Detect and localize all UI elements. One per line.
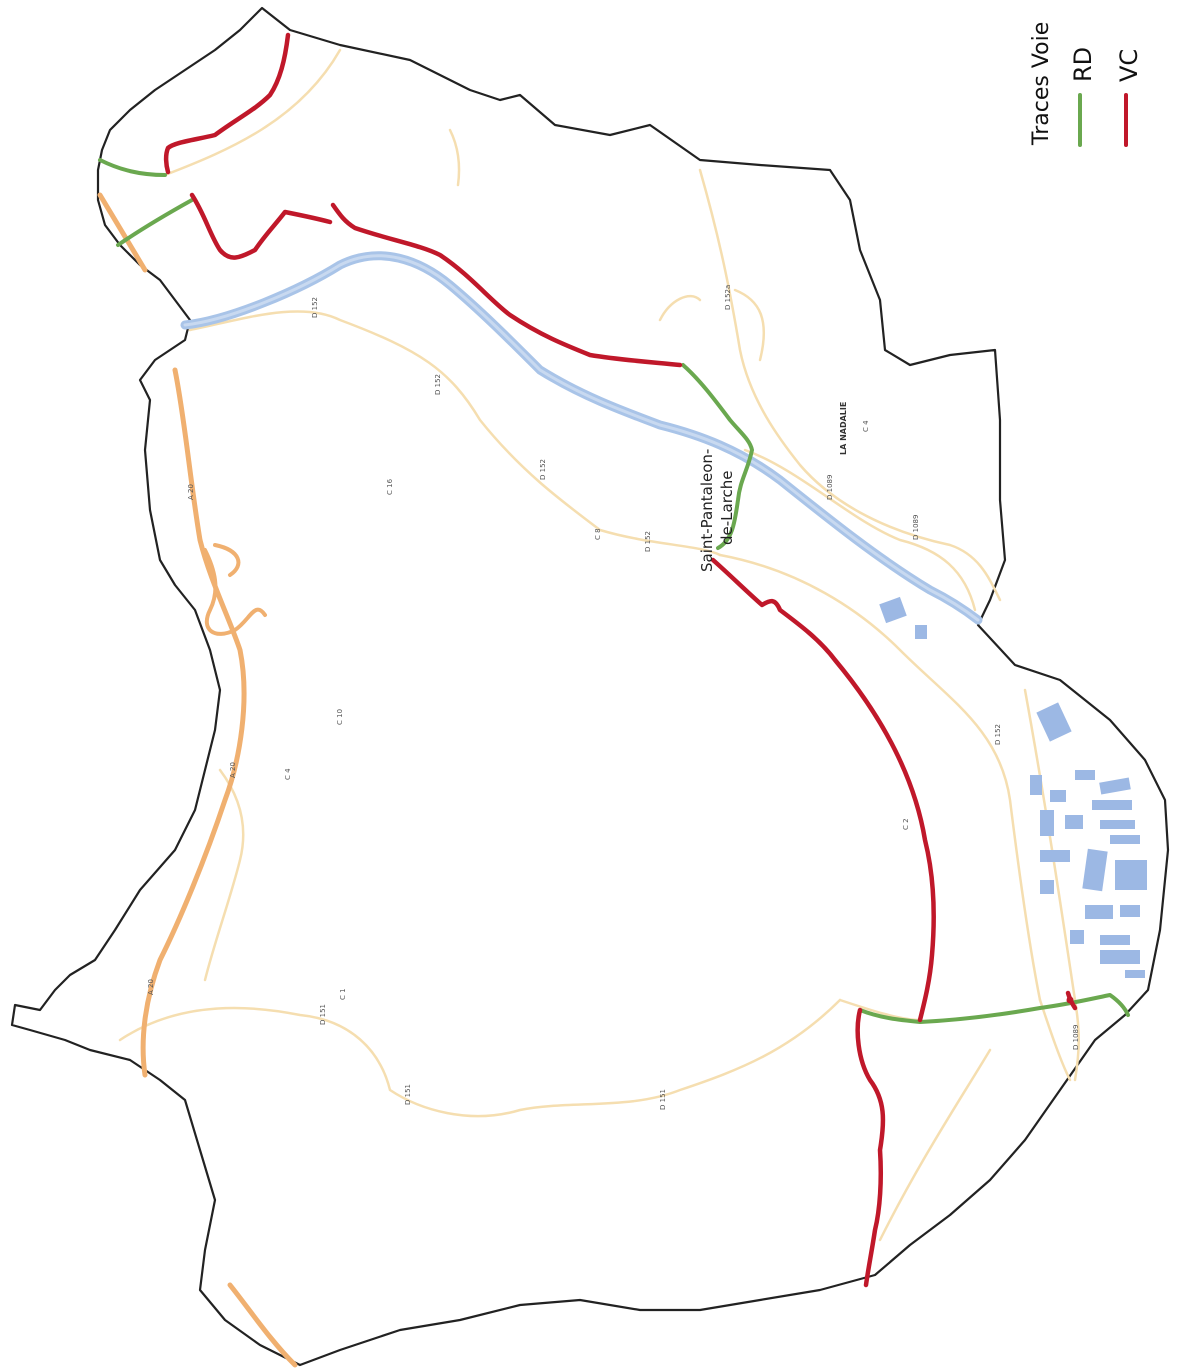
legend-label-rd: RD — [1069, 47, 1097, 82]
vc-routes — [163, 32, 1078, 1288]
legend: Traces Voie RD VC — [1029, 22, 1143, 147]
road-label: D 152 — [994, 724, 1002, 745]
road-label: D 151 — [319, 1004, 327, 1025]
legend-title: Traces Voie — [1029, 22, 1054, 146]
legend-label-vc: VC — [1115, 49, 1143, 82]
road-label: D 152 — [644, 531, 652, 552]
road-label: D 152 — [311, 297, 319, 318]
junction-markers — [1066, 996, 1074, 1004]
town-label-line2: de-Larche — [718, 470, 736, 545]
road-labels: D 152 D 152 D 152 D 152 D 152 D 151 D 15… — [147, 285, 1080, 1110]
road-label: A 20 — [229, 762, 237, 778]
town-label-line1: Saint-Pantaleon- — [698, 449, 716, 572]
road-label: A 20 — [187, 484, 195, 500]
road-label: D 151 — [404, 1084, 412, 1105]
rd-routes — [98, 158, 1130, 1024]
road-label: C 8 — [594, 528, 602, 540]
commune-boundary — [10, 6, 1170, 1367]
built-areas — [879, 596, 1147, 978]
road-label: D 1089 — [912, 515, 920, 540]
road-label: C 4 — [284, 768, 292, 780]
motorway-a20 — [97, 192, 298, 1368]
road-label: D 152 — [434, 374, 442, 395]
road-label: D 1089 — [1072, 1025, 1080, 1050]
road-label: C 4 — [862, 420, 870, 432]
road-label: C 2 — [902, 818, 910, 830]
road-label: C 16 — [386, 478, 394, 495]
river — [180, 251, 983, 625]
road-label: C 1 — [339, 988, 347, 1000]
place-label-nadalie: LA NADALIE — [839, 402, 848, 455]
road-label: D 152a — [724, 285, 732, 310]
road-label: D 1089 — [826, 475, 834, 500]
road-label: C 10 — [336, 709, 344, 725]
road-label: A 20 — [147, 979, 155, 995]
road-label: D 152 — [539, 459, 547, 480]
road-label: D 151 — [659, 1089, 667, 1110]
